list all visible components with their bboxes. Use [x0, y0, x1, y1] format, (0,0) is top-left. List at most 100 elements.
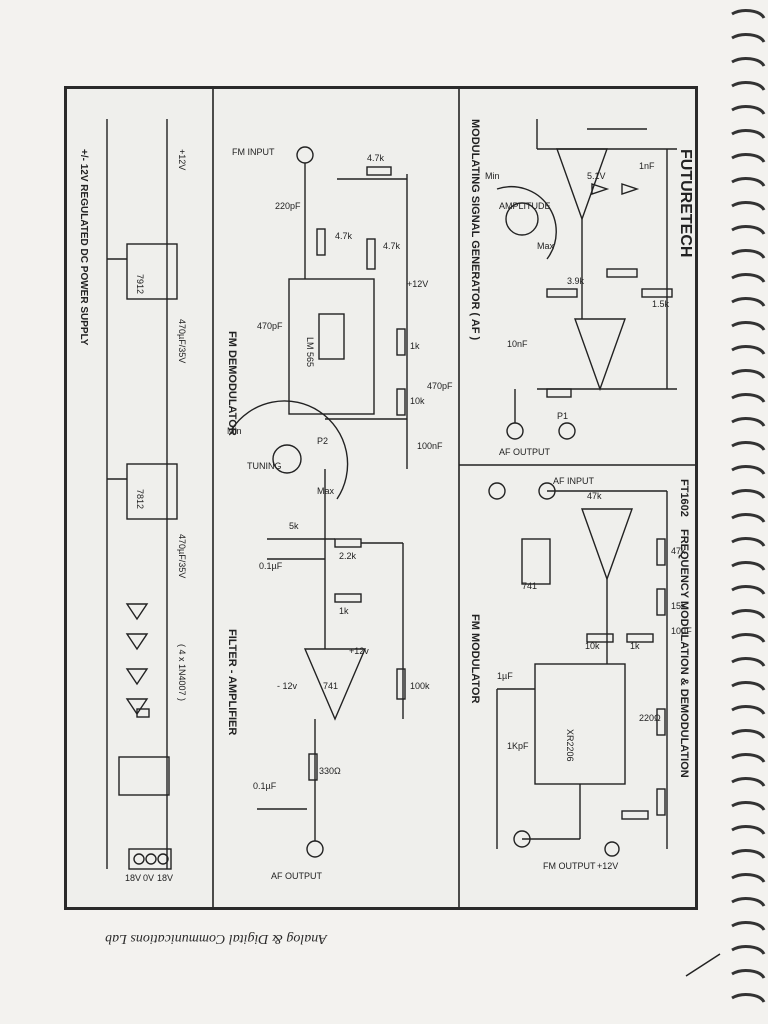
spiral-coil	[731, 225, 766, 235]
spiral-coil	[731, 417, 766, 427]
tuning-label: TUNING	[247, 461, 282, 471]
label-r15k: 1.5k	[652, 299, 670, 309]
psu-vp: +12V	[177, 149, 187, 170]
label-4-7k-c: 4.7k	[383, 241, 401, 251]
xr2206-label: XR2206	[565, 729, 575, 762]
spiral-coil	[731, 177, 766, 187]
spiral-coil	[731, 609, 766, 619]
label-c1nf: 1nF	[639, 161, 655, 171]
fm-mod-supply: +12V	[597, 861, 618, 871]
label-5k: 5k	[289, 521, 299, 531]
brand-label: FUTURETECH	[677, 149, 694, 257]
schematic: 1.5k 1nF 3.9k 10nF 5.1V AF OUTPUT P1 Min…	[78, 89, 695, 907]
label-741-b: 741	[323, 681, 338, 691]
mod-gen-title: MODULATING SIGNAL GENERATOR ( AF )	[469, 119, 481, 341]
spiral-coil	[731, 297, 766, 307]
spiral-coil	[731, 345, 766, 355]
fm-modulator	[488, 482, 668, 857]
label-01uf: 0.1µF	[259, 561, 283, 571]
label-22k: 2.2k	[339, 551, 357, 561]
p1-label: P1	[557, 411, 568, 421]
demod-min: Min	[227, 426, 242, 436]
spiral-coil	[731, 273, 766, 283]
spiral-coil	[731, 969, 766, 979]
spiral-coil	[731, 801, 766, 811]
spiral-coil	[731, 489, 766, 499]
reg-7912: 7912	[135, 274, 145, 294]
label-100nf: 100nF	[417, 441, 443, 451]
spiral-coil	[731, 561, 766, 571]
label-47k: 47k	[587, 491, 602, 501]
amplitude-label: AMPLITUDE	[499, 201, 551, 211]
fm-input-label: FM INPUT	[232, 147, 275, 157]
diodes-label: ( 4 x 1N4007 )	[177, 644, 187, 701]
filter-output-label: AF OUTPUT	[271, 871, 323, 881]
label-01uf-b: 0.1µF	[253, 781, 277, 791]
label-1k: 1k	[630, 641, 640, 651]
label-10k-demod: 10k	[410, 396, 425, 406]
label-c10nf: 10nF	[507, 339, 528, 349]
label-1k-demod: 1k	[410, 341, 420, 351]
board-title: FREQUENCY MODULATION & DEMODULATION	[678, 529, 690, 778]
label-15k: 15k	[671, 601, 686, 611]
spiral-coil	[731, 321, 766, 331]
fm-mod-title: FM MODULATOR	[469, 614, 481, 703]
spiral-coil	[731, 825, 766, 835]
psu-v3: 18V	[157, 873, 173, 883]
label-741: 741	[522, 581, 537, 591]
spiral-binding	[731, 9, 766, 1003]
psu-v1: 18V	[125, 873, 141, 883]
footer-caption: Analog & Digital Communications Lab	[105, 931, 327, 946]
spiral-coil	[731, 921, 766, 931]
reg-7812: 7812	[135, 489, 145, 509]
spiral-coil	[731, 705, 766, 715]
label-10uf: 10µF	[671, 626, 692, 636]
spiral-coil	[731, 9, 766, 19]
lm565-label: LM 565	[305, 337, 315, 367]
spiral-coil	[731, 153, 766, 163]
spiral-coil	[731, 201, 766, 211]
pen-mark	[685, 953, 721, 977]
label-10k: 10k	[585, 641, 600, 651]
spiral-coil	[731, 993, 766, 1003]
demod-supply: +12V	[407, 279, 428, 289]
spiral-coil	[731, 633, 766, 643]
label-220pf: 220pF	[275, 201, 301, 211]
spiral-coil	[731, 81, 766, 91]
fm-output-label: FM OUTPUT	[543, 861, 596, 871]
spiral-coil	[731, 441, 766, 451]
label-100k: 100k	[410, 681, 430, 691]
label-470pf: 470pF	[257, 321, 283, 331]
spiral-coil	[731, 897, 766, 907]
fm-demodulator	[231, 146, 408, 500]
spiral-coil	[731, 657, 766, 667]
spiral-coil	[731, 129, 766, 139]
circuit-board: 1.5k 1nF 3.9k 10nF 5.1V AF OUTPUT P1 Min…	[64, 86, 698, 910]
label-4-7k-b: 4.7k	[335, 231, 353, 241]
mod-gen-max: Max	[537, 241, 555, 251]
spiral-coil	[731, 753, 766, 763]
mod-gen-min: Min	[485, 171, 500, 181]
filter-vp: +12v	[349, 646, 369, 656]
spiral-coil	[731, 33, 766, 43]
label-1kpf: 1KpF	[507, 741, 529, 751]
filter-amplifier	[257, 469, 406, 858]
spiral-coil	[731, 513, 766, 523]
spiral-coil	[731, 681, 766, 691]
cap-label-1: 470µF/35V	[177, 319, 187, 363]
label-47k-b: 47k	[671, 546, 686, 556]
spiral-coil	[731, 849, 766, 859]
spiral-coil	[731, 57, 766, 67]
spiral-coil	[731, 249, 766, 259]
spiral-coil	[731, 585, 766, 595]
filter-title: FILTER - AMPLIFIER	[226, 629, 238, 735]
psu-title: +/- 12V REGULATED DC POWER SUPPLY	[78, 149, 89, 346]
spiral-coil	[731, 729, 766, 739]
model-label: FT1602	[678, 479, 690, 517]
demod-max: Max	[317, 486, 335, 496]
power-supply	[106, 119, 178, 870]
spiral-coil	[731, 465, 766, 475]
spiral-coil	[731, 369, 766, 379]
label-1k-filter: 1k	[339, 606, 349, 616]
label-r39k: 3.9k	[567, 276, 585, 286]
